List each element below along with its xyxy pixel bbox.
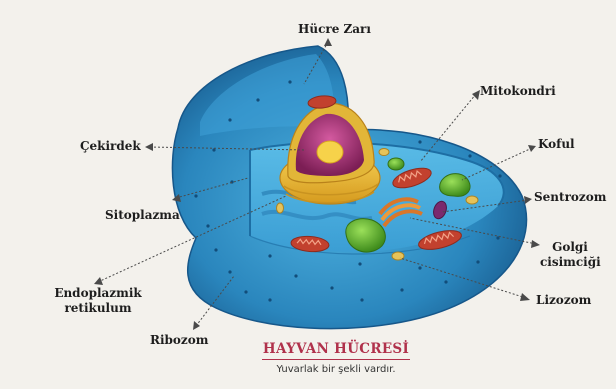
diagram-title: HAYVAN HÜCRESİ [262,341,410,357]
label-sitoplazma: Sitoplazma [105,208,180,223]
label-cekirdek: Çekirdek [80,139,141,154]
label-ribozom: Ribozom [150,333,208,348]
label-endoplazmik: Endoplazmik retikulum [42,286,154,316]
label-lizozom: Lizozom [536,293,591,308]
arrowhead-golgi [531,240,540,248]
arrowhead-cekirdek [145,143,153,151]
diagram-subtitle: Yuvarlak bir şekli vardır. [250,364,422,375]
arrowhead-lizozom [520,293,530,301]
title-underline [262,359,410,360]
label-sentrozom: Sentrozom [534,190,606,205]
arrowhead-sentrozom [524,196,532,204]
label-mitokondri: Mitokondri [480,84,556,99]
arrowhead-mitokondri [472,90,480,100]
arrowhead-hucre-zari [324,38,332,46]
arrowhead-koful [528,145,536,152]
label-golgi: Golgi cisimciği [540,240,600,270]
arrowhead-endoplazmik [94,277,103,285]
label-hucre-zari: Hücre Zarı [298,22,371,37]
label-koful: Koful [538,137,575,152]
